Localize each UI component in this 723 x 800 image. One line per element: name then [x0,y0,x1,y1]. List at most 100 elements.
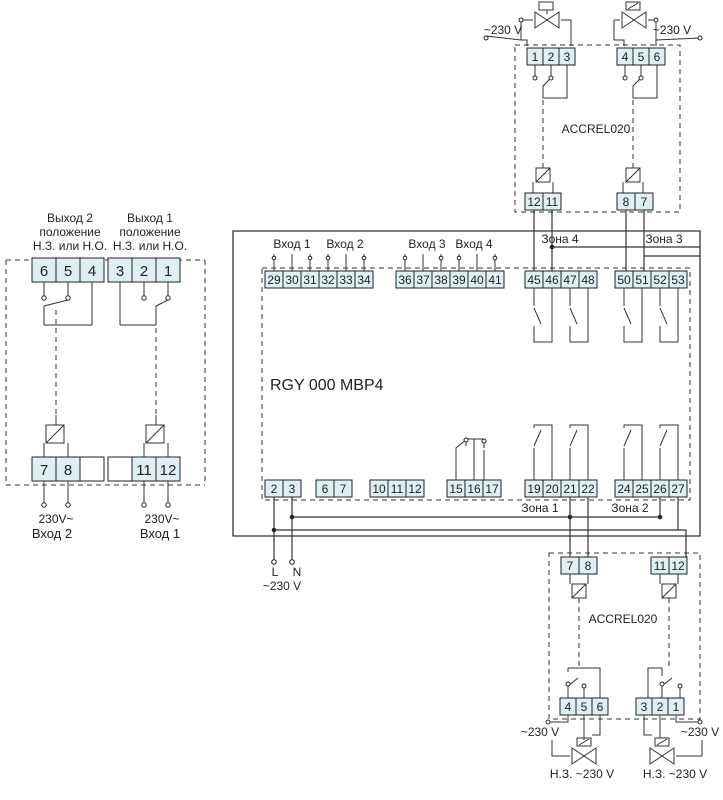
v230-bot-left: ~230 V [521,725,559,739]
v230-left-b: 230V~ [144,512,179,526]
N-label: N [293,565,302,579]
valve-icon [649,737,675,765]
main-controller-module: RGY 000 MBP4 Вход 1 Вход 2 Вход 3 Вход 4… [261,237,691,501]
terminal-number: 7 [340,482,347,496]
vhod2-top-label: Вход 2 [326,237,363,251]
terminal-number: 7 [641,195,648,209]
zona2-label: Зона 2 [611,501,649,515]
terminal-number: 29 [267,273,281,287]
terminals-10-12: 10 11 12 [369,479,425,498]
input-terminals-a: 29 30 31 32 33 34 [264,270,374,289]
coil-icon [535,167,551,183]
zone4-terminals: 45 46 47 48 [524,270,598,289]
vyhod1-polozhenie: положение [119,225,181,239]
terminal-number: 5 [638,50,645,64]
terminal-number: 48 [581,273,595,287]
top-accrel-module: ACCREL020 ~230 V ~230 V 1 [483,1,703,213]
left-bottom-terminals: 7 8 11 12 [31,456,181,482]
terminal-number: 8 [623,195,630,209]
terminal-number: 31 [303,273,317,287]
terminal-number: 52 [653,273,667,287]
terminal-cell [107,456,133,482]
terminal-number: 5 [581,700,588,714]
wiring-frame: Зона 4 Зона 3 [232,210,701,537]
zone3-terminals: 50 51 52 53 [614,270,688,289]
terminal-number: 7 [567,559,574,573]
terminal-number: 22 [581,482,595,496]
zone1-terminals: 19 20 21 22 [524,479,598,498]
terminals-6-7: 6 7 [315,479,353,498]
v230-LN-label: ~230 V [263,579,301,593]
terminal-number: 26 [653,482,667,496]
zona1-label: Зона 1 [521,501,559,515]
terminal-number: 17 [485,482,499,496]
terminal-number: 41 [488,273,502,287]
v230-bot-right: ~230 V [681,725,719,739]
terminal-number: 1 [673,700,680,714]
terminal-number: 21 [563,482,577,496]
terminal-number: 8 [64,462,72,479]
vyhod1-nz-no: Н.З. или Н.О. [113,239,187,253]
valve-icon [534,1,560,29]
terminal-number: 11 [136,462,152,479]
terminal-number: 46 [545,273,559,287]
accrel-bottom-label: ACCREL020 [589,612,658,626]
terminal-number: 37 [416,273,430,287]
terminal-number: 11 [391,482,404,496]
input-terminals-b: 36 37 38 39 40 41 [395,270,505,289]
terminal-number: 12 [160,462,177,479]
vyhod2-nz-no: Н.З. или Н.О. [33,239,107,253]
terminal-cell [485,270,505,289]
vyhod2-label: Выход 2 [47,211,93,225]
terminal-cell [354,270,374,289]
terminals-15-17: 15 16 17 [446,479,502,498]
terminal-number: 32 [321,273,335,287]
left-relay-module: Выход 2 положение Н.З. или Н.О. Выход 1 … [5,211,206,541]
terminal-number: 6 [40,263,48,280]
terminal-number: 33 [339,273,353,287]
terminal-number: 10 [372,482,386,496]
terminal-number: 12 [527,195,541,209]
terminal-number: 51 [635,273,649,287]
terminal-number: 11 [654,559,667,573]
terminal-number: 30 [285,273,299,287]
terminal-number: 8 [585,559,592,573]
terminal-number: 4 [565,700,572,714]
coil-icon [145,424,165,444]
terminal-cell [482,479,502,498]
power-terminals: 2 3 [264,479,302,498]
vhod3-top-label: Вход 3 [408,237,445,251]
terminal-number: 50 [617,273,631,287]
vyhod2-polozhenie: положение [39,225,101,239]
terminal-number: 19 [527,482,541,496]
terminal-number: 2 [271,482,278,496]
terminal-number: 3 [116,263,124,280]
terminal-number: 34 [357,273,371,287]
terminal-number: 6 [322,482,329,496]
terminal-number: 5 [64,263,72,280]
v230-top-right: ~230 V [653,23,691,37]
vhod1-top-label: Вход 1 [273,237,310,251]
valve-icon [621,1,647,29]
terminal-number: 6 [597,700,604,714]
left-coils [43,415,169,457]
left-contacts [41,282,171,425]
coil-icon [45,424,65,444]
main-title: RGY 000 MBP4 [270,377,384,394]
nz230-left: Н.З. ~230 V [550,767,614,781]
v230-left-a: 230V~ [38,512,73,526]
terminal-number: 47 [563,273,577,287]
terminal-number: 39 [452,273,466,287]
bottom-accrel-module: ACCREL020 7 8 11 12 4 5 6 3 [521,552,719,781]
terminal-number: 36 [398,273,412,287]
vhod1-bottom-label: Вход 1 [140,526,180,541]
vhod4-top-label: Вход 4 [455,237,492,251]
terminal-number: 3 [564,50,571,64]
terminal-number: 3 [289,482,296,496]
terminal-number: 1 [532,50,539,64]
vyhod1-label: Выход 1 [127,211,173,225]
terminal-number: 20 [545,482,559,496]
terminal-number: 24 [617,482,631,496]
terminal-number: 4 [88,263,96,280]
